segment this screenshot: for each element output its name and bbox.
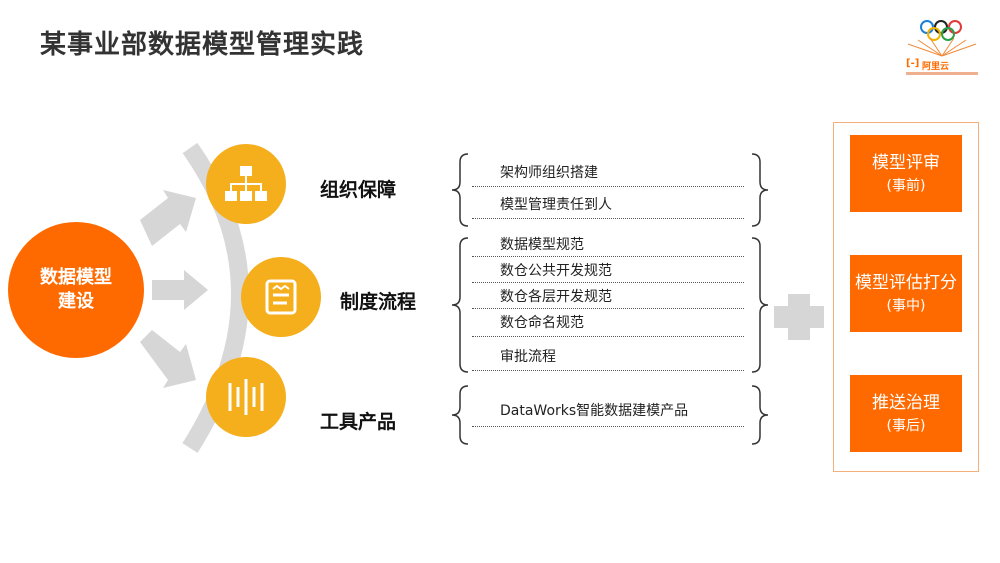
divider (472, 370, 744, 371)
plus-connector (774, 294, 824, 340)
divider (472, 282, 744, 283)
divider (472, 218, 744, 219)
logo-text: 阿里云 (922, 62, 950, 72)
stage-title: 推送治理 (872, 392, 940, 413)
document-icon (265, 279, 297, 315)
bracket-group-tools (451, 385, 769, 445)
process-item: 数据模型规范 (500, 237, 584, 253)
process-item: 审批流程 (500, 349, 556, 365)
stages-frame (833, 122, 979, 472)
process-item: 数仓命名规范 (500, 315, 584, 331)
sunburst-icon (907, 38, 977, 57)
category-label-org: 组织保障 (320, 179, 397, 201)
tools-item: DataWorks智能数据建模产品 (500, 403, 689, 419)
category-label-tools: 工具产品 (320, 411, 397, 433)
process-item: 数仓各层开发规范 (500, 289, 612, 305)
divider (472, 426, 744, 427)
page-title: 某事业部数据模型管理实践 (40, 30, 365, 60)
divider (472, 186, 744, 187)
bracket-group-org (451, 153, 769, 227)
arrow-down (140, 330, 196, 388)
org-chart-circle (206, 144, 286, 224)
tool-circle (206, 357, 286, 437)
divider (472, 256, 744, 257)
document-circle (241, 257, 321, 337)
center-line-1: 数据模型 (40, 267, 112, 288)
bracket-group-process (451, 237, 769, 373)
arrow-mid (152, 270, 208, 310)
process-item: 数仓公共开发规范 (500, 263, 612, 279)
stage-box-mid: 模型评估打分 (事中) (850, 255, 962, 332)
divider (472, 336, 744, 337)
org-item: 模型管理责任到人 (500, 197, 612, 213)
stage-box-pre: 模型评审 (事前) (850, 135, 962, 212)
stage-box-post: 推送治理 (事后) (850, 375, 962, 452)
logo-tagline-bar (906, 72, 978, 75)
stage-sub: (事前) (886, 177, 926, 194)
org-chart-icon (225, 166, 267, 201)
stage-sub: (事后) (886, 417, 926, 434)
dataworks-icon (228, 379, 264, 415)
aliyun-logo: 阿里云 [-] (902, 16, 982, 86)
stage-title: 模型评估打分 (855, 272, 957, 293)
arrow-up (140, 190, 196, 246)
stage-title: 模型评审 (872, 152, 940, 173)
divider (472, 308, 744, 309)
center-circle: 数据模型 建设 (8, 222, 144, 358)
org-item: 架构师组织搭建 (500, 165, 598, 181)
center-line-2: 建设 (58, 291, 94, 312)
category-label-process: 制度流程 (340, 291, 417, 313)
stage-sub: (事中) (886, 297, 926, 314)
aliyun-bracket-icon: [-] (906, 58, 920, 69)
